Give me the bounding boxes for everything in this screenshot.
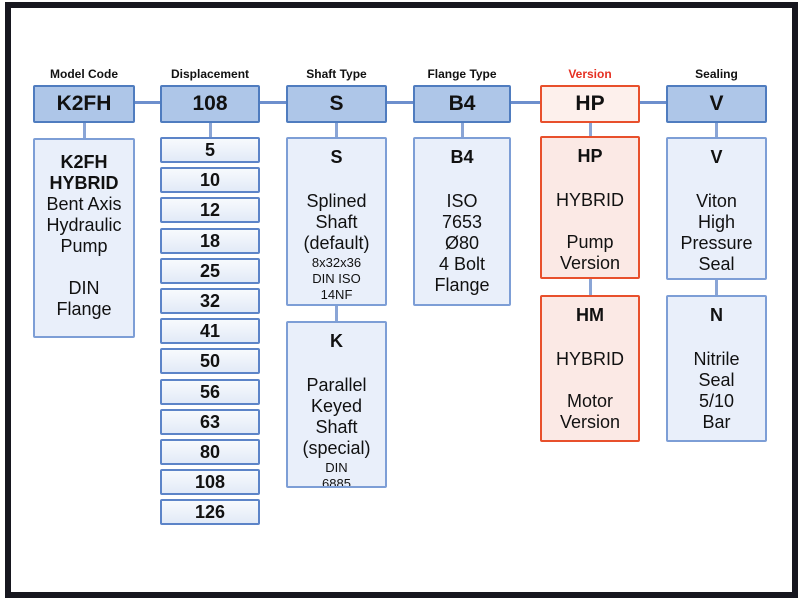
column-header-flange-type: Flange Type [427, 67, 497, 81]
connector-line [260, 101, 286, 104]
connector-line [335, 306, 338, 321]
column-header-shaft-type: Shaft Type [306, 67, 367, 81]
column-header-version: Version [568, 67, 612, 81]
connector-line [511, 101, 540, 104]
displacement-option: 126 [160, 499, 260, 525]
flange-detail-title: B4 [450, 147, 474, 167]
connector-line [387, 101, 413, 104]
code-box-flange: B4 [413, 85, 511, 123]
column-header-sealing: Sealing [695, 67, 738, 81]
code-box-sealing: V [666, 85, 767, 123]
flange-detail-body: ISO 7653 Ø80 4 Bolt Flange [434, 191, 490, 295]
sealing-viton-detail-box: V Viton High Pressure Seal [666, 137, 767, 280]
connector-line [589, 123, 592, 137]
version-pump-detail-box: HP HYBRID Pump Version [540, 136, 640, 279]
connector-line [640, 101, 666, 104]
displacement-option: 41 [160, 318, 260, 344]
connector-line [335, 123, 338, 137]
connector-line [135, 101, 160, 104]
shaft-splined-title: S [330, 147, 343, 167]
displacement-option: 108 [160, 469, 260, 495]
shaft-keyed-title: K [330, 331, 343, 351]
model-code-detail-body: Bent Axis Hydraulic Pump DIN Flange [46, 194, 122, 319]
model-code-detail-title: K2FH HYBRID [49, 152, 119, 193]
code-box-model: K2FH [33, 85, 135, 123]
displacement-option: 32 [160, 288, 260, 314]
shaft-keyed-detail-box: K Parallel Keyed Shaft (special) DIN 688… [286, 321, 387, 488]
displacement-option: 10 [160, 167, 260, 193]
connector-line [461, 123, 464, 137]
version-pump-body: HYBRID Pump Version [555, 190, 624, 273]
displacement-option: 5 [160, 137, 260, 163]
displacement-option: 56 [160, 379, 260, 405]
version-motor-title: HM [576, 305, 604, 325]
version-motor-body: HYBRID Motor Version [555, 349, 624, 432]
sealing-nitrile-detail-box: N Nitrile Seal 5/10 Bar [666, 295, 767, 442]
version-motor-detail-box: HM HYBRID Motor Version [540, 295, 640, 442]
version-pump-title: HP [577, 146, 603, 166]
connector-line [589, 279, 592, 295]
displacement-option: 25 [160, 258, 260, 284]
model-code-detail-box: K2FH HYBRID Bent Axis Hydraulic Pump DIN… [33, 138, 135, 338]
column-header-model-code: Model Code [50, 67, 118, 81]
displacement-option: 63 [160, 409, 260, 435]
connector-line [715, 123, 718, 137]
sealing-nitrile-body: Nitrile Seal 5/10 Bar [693, 349, 740, 432]
displacement-option: 18 [160, 228, 260, 254]
shaft-splined-standard: 8x32x36 DIN ISO 14NF [311, 255, 362, 302]
connector-line [715, 280, 718, 295]
flange-detail-box: B4 ISO 7653 Ø80 4 Bolt Flange [413, 137, 511, 306]
shaft-keyed-standard: DIN 6885 [322, 460, 351, 488]
connector-line [209, 123, 212, 137]
code-box-displacement: 108 [160, 85, 260, 123]
code-box-shaft: S [286, 85, 387, 123]
displacement-option: 50 [160, 348, 260, 374]
connector-line [83, 123, 86, 138]
displacement-option: 80 [160, 439, 260, 465]
shaft-keyed-body: Parallel Keyed Shaft (special) [302, 375, 371, 458]
code-box-version: HP [540, 85, 640, 123]
shaft-splined-detail-box: S Splined Shaft (default) 8x32x36 DIN IS… [286, 137, 387, 306]
column-header-displacement: Displacement [170, 67, 250, 81]
sealing-viton-title: V [710, 147, 723, 167]
shaft-splined-body: Splined Shaft (default) [303, 191, 370, 253]
sealing-nitrile-title: N [710, 305, 723, 325]
sealing-viton-body: Viton High Pressure Seal [680, 191, 753, 274]
displacement-option: 12 [160, 197, 260, 223]
